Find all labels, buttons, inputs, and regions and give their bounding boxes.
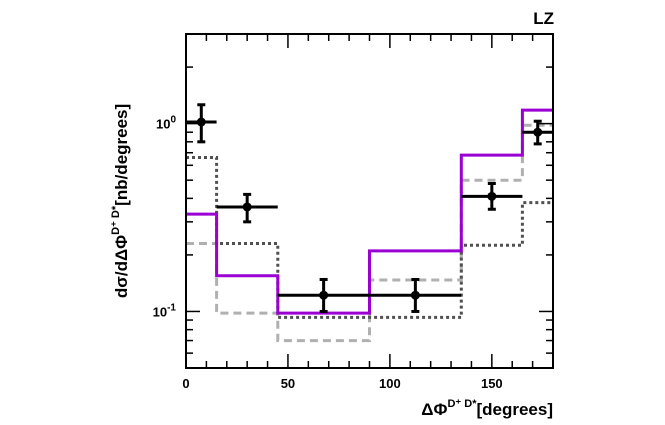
x-tick-label: 50 — [281, 376, 295, 391]
data-marker — [196, 117, 206, 127]
data-marker — [487, 191, 497, 201]
y-tick-label: 100 — [156, 115, 176, 132]
x-tick-label: 0 — [182, 376, 189, 391]
chart-title: LZ — [533, 9, 554, 28]
x-tick-label: 150 — [481, 376, 503, 391]
data-marker — [533, 127, 543, 137]
histogram-series-dashed — [186, 123, 553, 343]
data-marker — [410, 290, 420, 300]
plot-layer — [186, 103, 553, 343]
data-point — [216, 192, 278, 224]
y-axis-label: dσ/dΔΦD⁺ D*[nb/degrees] — [110, 104, 131, 298]
histogram-series-dotted — [186, 156, 553, 319]
data-point — [369, 277, 462, 313]
data-marker — [319, 290, 329, 300]
histogram-series-solid — [186, 108, 553, 315]
x-axis-label: ΔΦD⁺ D*[degrees] — [421, 398, 553, 419]
data-marker — [242, 202, 252, 212]
tick-layer: 0 50 100 150 10-1 100 — [153, 33, 554, 391]
y-tick-label: 10-1 — [153, 302, 177, 319]
x-tick-label: 100 — [379, 376, 401, 391]
data-point — [277, 277, 370, 313]
data-point — [461, 181, 523, 211]
